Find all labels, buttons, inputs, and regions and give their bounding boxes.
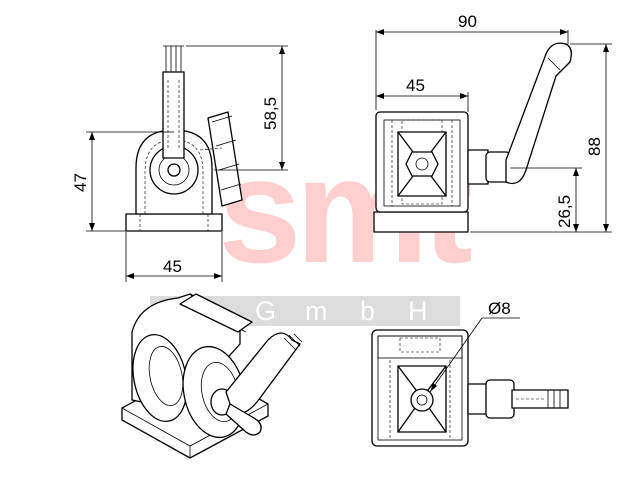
- iso-lever-lower: [225, 403, 262, 436]
- dim-front-body-width-label: 45: [406, 76, 425, 95]
- dim-side-lever-height: 58,5: [186, 45, 288, 171]
- isometric-view: [121, 293, 303, 459]
- plan-shaft: [467, 383, 489, 415]
- dim-side-base-width-label: 45: [163, 257, 182, 276]
- plan-lever-hub: [485, 379, 515, 419]
- dim-side-lever-height-label: 58,5: [261, 97, 280, 130]
- watermark-letter-1: G: [255, 296, 280, 326]
- dim-pin-diameter-label: Ø8: [488, 299, 511, 318]
- dim-front-total-width: 90: [375, 12, 569, 110]
- dim-front-total-width-label: 90: [458, 12, 477, 31]
- dim-front-body-width: 45: [376, 76, 469, 112]
- side-pivot: [167, 163, 181, 177]
- dim-front-axis-height-label: 26,5: [555, 195, 574, 228]
- front-shaft: [467, 149, 489, 185]
- side-ribbed-knob: [207, 111, 243, 207]
- watermark-letter-4: H: [408, 296, 432, 326]
- dim-front-axis-height: 26,5: [510, 167, 582, 232]
- front-base-plate: [373, 211, 469, 233]
- dim-pin-diameter: Ø8: [429, 299, 520, 393]
- front-hex-nut: [405, 151, 439, 177]
- side-lever-handle: [162, 71, 185, 159]
- side-base-plate: [125, 213, 223, 232]
- watermark-letter-2: m: [305, 296, 332, 326]
- front-view: 90 45 88 26,5: [373, 12, 612, 233]
- plan-pin: [410, 388, 434, 412]
- front-lever-arm: [505, 42, 572, 185]
- dim-front-total-height-label: 88: [585, 137, 604, 156]
- plan-view: Ø8: [371, 299, 569, 447]
- iso-top-plate: [179, 293, 253, 333]
- side-view: 45 47 58,5: [71, 45, 288, 282]
- dim-front-total-height: 88: [470, 43, 612, 233]
- dim-side-base-width: 45: [125, 232, 223, 282]
- dim-side-height-label: 47: [71, 173, 90, 192]
- watermark-letter-3: b: [360, 296, 379, 326]
- dim-side-height: 47: [71, 131, 174, 232]
